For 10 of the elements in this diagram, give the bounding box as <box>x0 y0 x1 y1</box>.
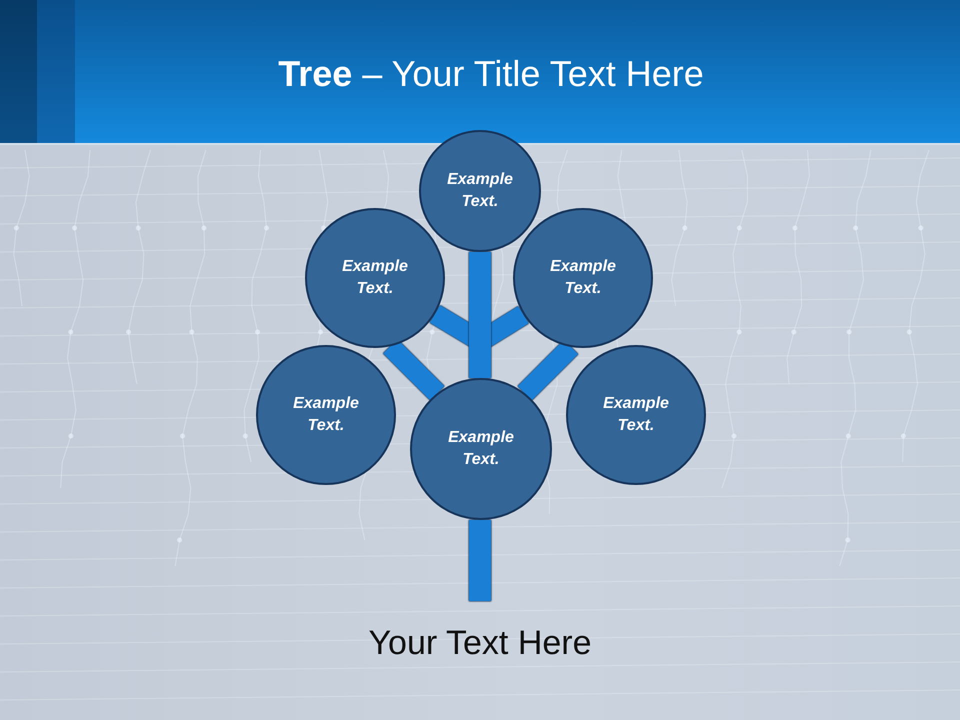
node-text: Example Text. <box>448 428 514 470</box>
node-text: Example Text. <box>293 394 359 436</box>
node-text: Example Text. <box>342 257 408 299</box>
node-text: Example Text. <box>603 394 669 436</box>
node-text: Example Text. <box>447 170 513 212</box>
tree-trunk <box>469 520 491 601</box>
caption-text: Your Text Here <box>368 623 592 664</box>
slide-title: Tree – Your Title Text Here <box>278 52 704 96</box>
node-text: Example Text. <box>550 257 616 299</box>
tree-trunk <box>469 252 491 378</box>
